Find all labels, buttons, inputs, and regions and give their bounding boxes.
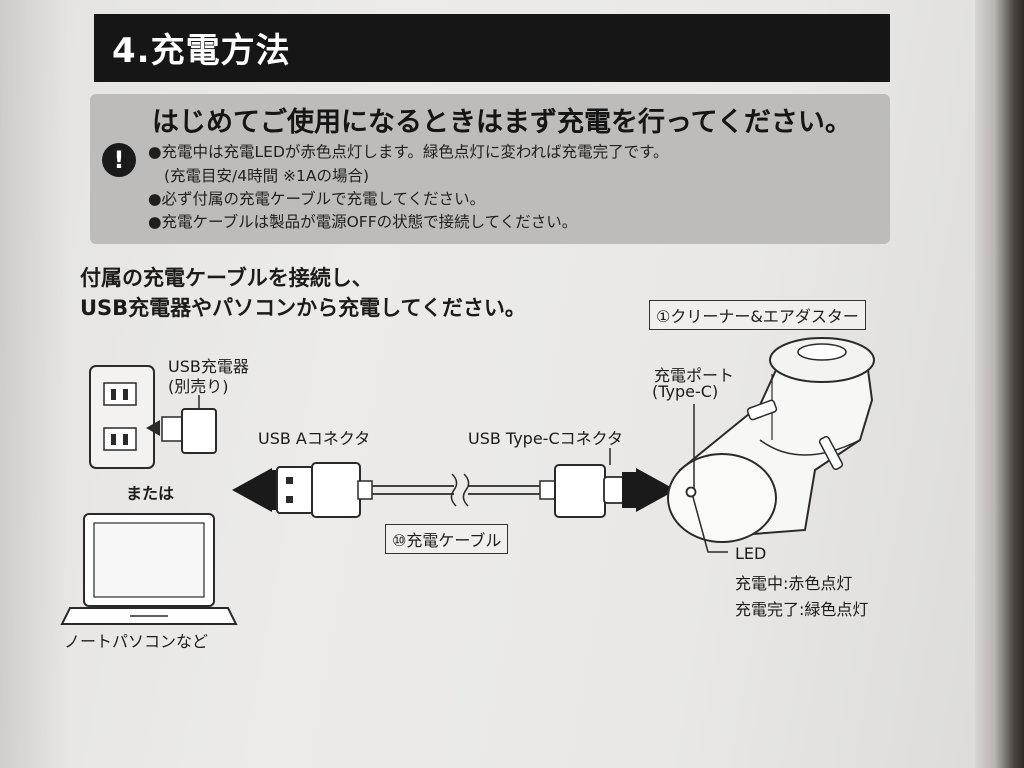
usb-charger-label: USB充電器 [168, 357, 249, 376]
section-title: 4.充電方法 [112, 31, 291, 71]
left-arrow [232, 468, 272, 512]
led-indicator-icon [685, 486, 697, 498]
usb-c-connector [539, 448, 625, 518]
usb-a-label: USB Aコネクタ [258, 429, 371, 448]
sold-separately-label: (別売り) [168, 377, 229, 396]
notice-line: (充電目安/4時間 ※1Aの場合) [164, 167, 370, 185]
cleaner-device [667, 337, 875, 543]
intro-line-2: USB充電器やパソコンから充電してください。 [80, 296, 526, 320]
port-type-label: (Type-C) [652, 382, 719, 401]
notice-line: ●充電ケーブルは製品が電源OFFの状態で接続してください。 [148, 213, 578, 231]
section-header: 4.充電方法 [94, 14, 890, 82]
cable-label: ⑩充電ケーブル [385, 524, 509, 554]
led-charging-label: 充電中:赤色点灯 [735, 574, 853, 593]
laptop-label: ノートパソコンなど [64, 632, 209, 651]
laptop-icon [60, 513, 238, 625]
wall-outlet [89, 365, 155, 469]
product-label: ①クリーナー&エアダスター [649, 300, 866, 330]
or-label: または [126, 484, 175, 503]
notice-title: はじめてご使用になるときはまず充電を行ってください。 [152, 107, 852, 138]
intro-line-1: 付属の充電ケーブルを接続し、 [80, 266, 373, 290]
port-label: 充電ポート [654, 366, 735, 385]
page-edge [975, 0, 1024, 768]
charging-cable [372, 473, 540, 507]
usb-a-connector [276, 462, 373, 518]
notice-box: ! はじめてご使用になるときはまず充電を行ってください。 ●充電中は充電LEDが… [90, 94, 890, 244]
exclamation-icon: ! [102, 143, 136, 177]
led-done-label: 充電完了:緑色点灯 [735, 600, 869, 619]
right-arrow [636, 468, 676, 512]
usb-c-label: USB Type-Cコネクタ [468, 429, 623, 448]
notice-line: ●必ず付属の充電ケーブルで充電してください。 [148, 190, 486, 208]
led-label: LED [735, 544, 767, 563]
charging-diagram [60, 337, 875, 625]
notice-line: ●充電中は充電LEDが赤色点灯します。緑色点灯に変われば充電完了です。 [148, 143, 669, 161]
page-shadow [0, 0, 70, 768]
usb-charger-icon [146, 395, 217, 454]
